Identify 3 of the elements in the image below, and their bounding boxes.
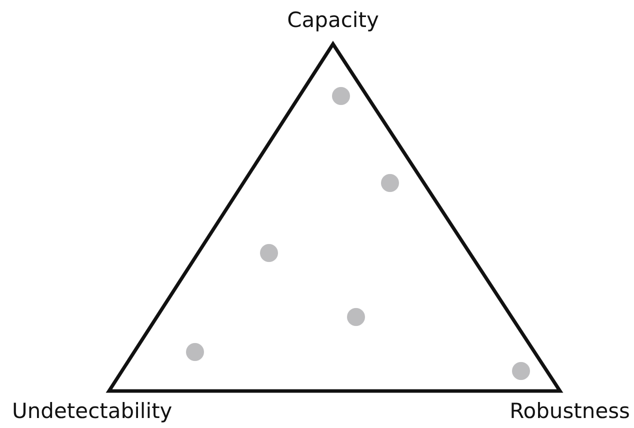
vertex-label: Undetectability (12, 401, 172, 422)
vertex-label: Robustness (510, 401, 630, 422)
vertex-label: Capacity (287, 10, 379, 31)
